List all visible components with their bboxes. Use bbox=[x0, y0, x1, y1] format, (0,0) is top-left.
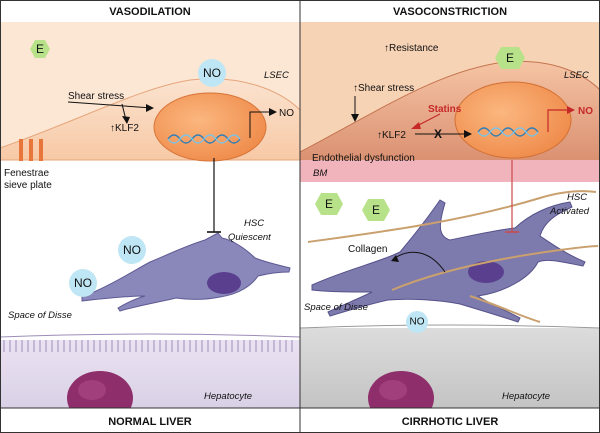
lsec-nucleus bbox=[153, 92, 267, 162]
space-of-disse-label: Space of Disse bbox=[304, 302, 368, 313]
e-label: E bbox=[372, 203, 380, 217]
fenestrae-icon bbox=[19, 139, 43, 161]
collagen-label: Collagen bbox=[348, 244, 387, 255]
hsc-quiescent-label: Quiescent bbox=[228, 232, 271, 243]
hepatocyte-cell bbox=[300, 328, 600, 408]
dna-icon bbox=[477, 127, 539, 137]
no-label: NO bbox=[74, 276, 92, 290]
right-panel bbox=[299, 22, 600, 425]
e-label: E bbox=[325, 197, 333, 211]
e-hexagon-icon bbox=[30, 40, 50, 58]
space-of-disse-label: Space of Disse bbox=[8, 310, 72, 321]
no-bubble bbox=[118, 236, 146, 264]
shear-stress-label: Shear stress bbox=[68, 91, 124, 102]
e-hexagon-icon bbox=[315, 193, 343, 215]
hepatocyte-cell bbox=[0, 340, 300, 408]
hsc-activated-label: Activated bbox=[549, 206, 590, 217]
block-x-icon: X bbox=[434, 127, 442, 141]
no-label: NO bbox=[203, 66, 221, 80]
lsec-label: LSEC bbox=[264, 70, 289, 81]
header-vasodilation: VASODILATION bbox=[109, 6, 191, 18]
e-hexagon-icon bbox=[495, 47, 525, 69]
no-label: NO bbox=[410, 317, 425, 328]
footer-normal-liver: NORMAL LIVER bbox=[108, 416, 192, 428]
collagen-fibers bbox=[307, 190, 599, 323]
hepatocyte-label: Hepatocyte bbox=[502, 391, 550, 402]
fenestrae-label: Fenestrae bbox=[4, 168, 49, 179]
hsc-nucleus bbox=[468, 261, 504, 283]
sieve-plate-label: sieve plate bbox=[4, 180, 52, 191]
microvilli bbox=[3, 340, 293, 352]
basement-membrane bbox=[300, 160, 600, 182]
lsec-label: LSEC bbox=[564, 70, 589, 81]
no-output-label: NO bbox=[279, 108, 294, 119]
hsc-nucleus bbox=[207, 272, 241, 294]
no-bubble bbox=[406, 311, 428, 333]
footer-cirrhotic-liver: CIRRHOTIC LIVER bbox=[402, 416, 499, 428]
e-hexagon-icon bbox=[362, 199, 390, 221]
shear-stress-label: ↑Shear stress bbox=[353, 83, 414, 94]
no-bubble bbox=[69, 269, 97, 297]
no-label: NO bbox=[123, 243, 141, 257]
lsec-nucleus bbox=[454, 81, 572, 159]
e-label: E bbox=[506, 51, 514, 65]
klf2-label: ↑KLF2 bbox=[110, 123, 139, 134]
no-output-label: NO bbox=[578, 106, 593, 117]
statins-label: Statins bbox=[428, 104, 462, 115]
e-label: E bbox=[36, 42, 44, 56]
endothelial-dysfunction-label: Endothelial dysfunction bbox=[312, 153, 415, 164]
left-panel bbox=[0, 22, 301, 425]
hepatocyte-label: Hepatocyte bbox=[204, 391, 252, 402]
resistance-label: ↑Resistance bbox=[384, 43, 439, 54]
klf2-label: ↑KLF2 bbox=[377, 130, 406, 141]
hsc-quiescent-cell bbox=[81, 232, 291, 312]
no-bubble bbox=[198, 59, 226, 87]
hsc-label: HSC bbox=[567, 192, 587, 203]
bm-label: BM bbox=[313, 168, 327, 179]
hsc-label: HSC bbox=[244, 218, 264, 229]
header-vasoconstriction: VASOCONSTRICTION bbox=[393, 6, 507, 18]
hsc-activated-cell bbox=[311, 199, 586, 323]
dna-icon bbox=[167, 134, 241, 144]
